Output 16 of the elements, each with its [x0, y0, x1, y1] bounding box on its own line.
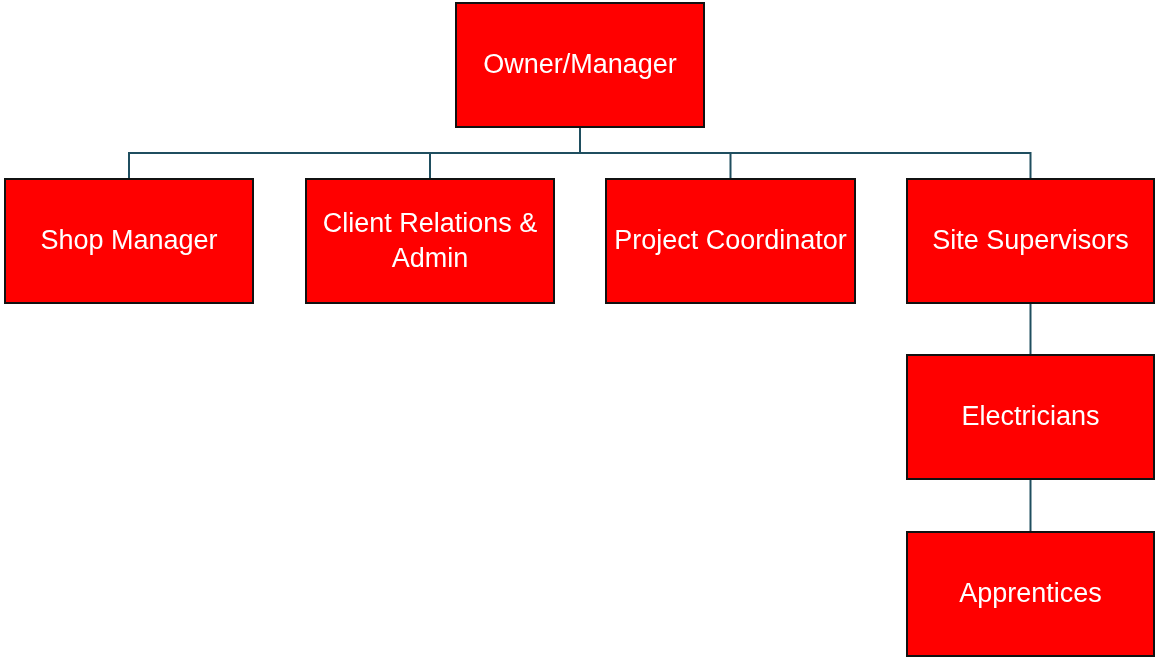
- role-title: Apprentices: [958, 577, 1103, 611]
- role-box: [605, 178, 856, 304]
- role-box: [906, 531, 1155, 657]
- role-title: Electricians: [960, 400, 1101, 434]
- role-title: Owner/Manager: [482, 48, 678, 82]
- role-title: Shop Manager: [39, 224, 219, 258]
- role-box: [4, 178, 254, 304]
- connector-line: [1029, 303, 1032, 355]
- connector-line: [1029, 479, 1032, 532]
- role-box: [906, 354, 1155, 480]
- role-box: [455, 2, 705, 128]
- role-title: Client Relations & Admin: [321, 206, 539, 275]
- role-box: [305, 178, 555, 304]
- role-box: [906, 178, 1155, 304]
- role-title: Project Coordinator: [613, 224, 848, 258]
- role-title: Site Supervisors: [931, 224, 1130, 258]
